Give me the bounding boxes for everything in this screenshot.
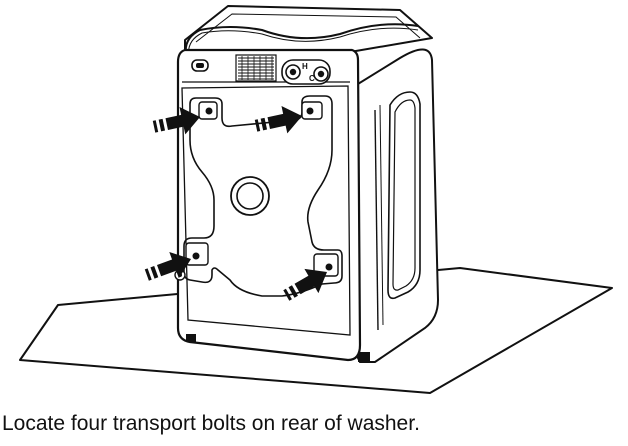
water-inlet-panel: H C (281, 59, 331, 85)
rear-plate-contour (183, 95, 343, 297)
transport-bolt-top-left (198, 101, 218, 120)
figure-caption: Locate four transport bolts on rear of w… (2, 412, 420, 435)
drain-hose (184, 23, 419, 63)
drum-hub-inner (236, 182, 264, 210)
transport-bolt-bottom-left (185, 242, 209, 266)
leveling-foot-right (358, 352, 370, 362)
washer-top-panel (184, 5, 433, 53)
transport-bolt-bottom-right (313, 253, 339, 277)
hot-label: H (302, 62, 308, 71)
leveling-foot-left (186, 334, 196, 342)
washer-rear-illustration: H C (19, 5, 613, 394)
washer-rear-panel (176, 48, 362, 362)
cold-label: C (309, 74, 315, 83)
transport-bolt-top-right (301, 101, 323, 120)
vent-grille (235, 54, 277, 82)
